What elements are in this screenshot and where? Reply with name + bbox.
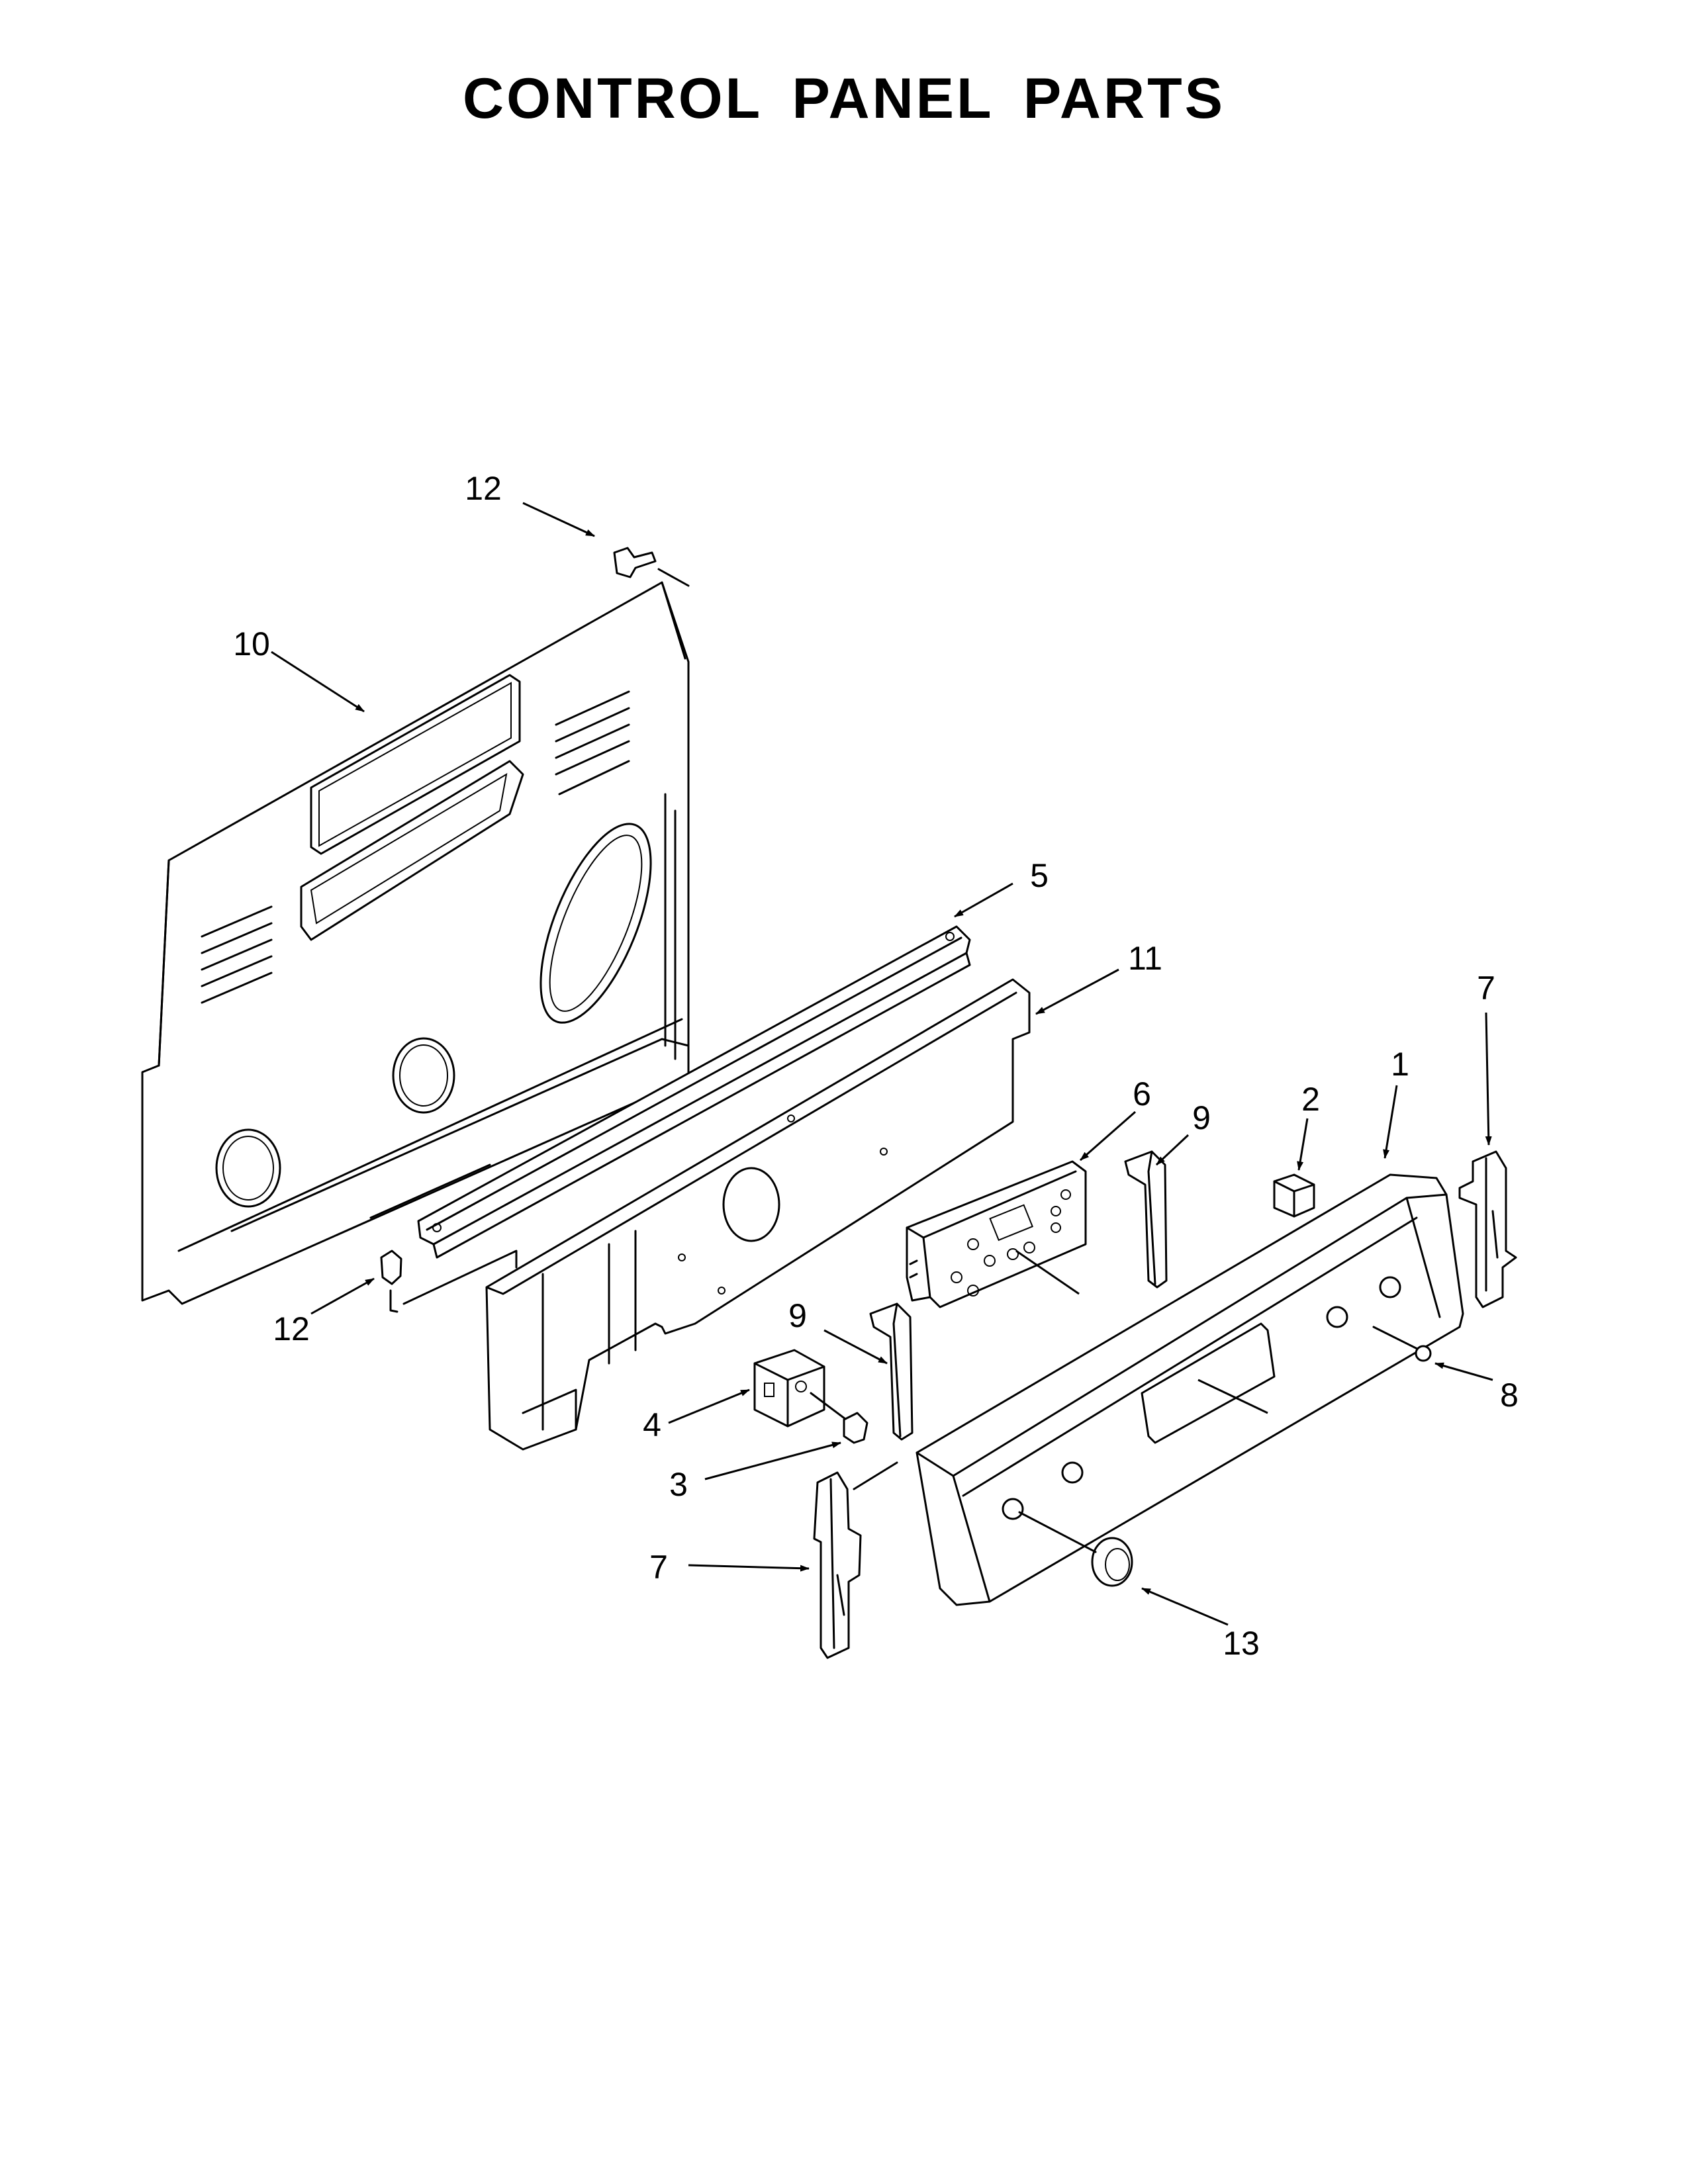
leader-10 xyxy=(271,651,365,713)
callout-7-right: 7 xyxy=(1477,970,1495,1007)
callout-6: 6 xyxy=(1133,1075,1151,1113)
part-3-screw xyxy=(810,1392,868,1444)
part-9-bracket-upper xyxy=(1124,1150,1168,1289)
leader-13 xyxy=(1141,1587,1229,1626)
callout-11: 11 xyxy=(1128,940,1162,977)
part-10-rear-panel xyxy=(141,581,690,1305)
part-4-switch xyxy=(753,1349,825,1428)
part-1-console xyxy=(915,1173,1464,1606)
callout-13: 13 xyxy=(1223,1625,1260,1662)
callout-labels: 12 10 5 11 7 1 6 2 9 12 9 8 4 3 7 13 xyxy=(233,470,1519,1662)
callout-3: 3 xyxy=(669,1466,688,1503)
leader-2 xyxy=(1297,1118,1309,1171)
leader-3 xyxy=(704,1441,841,1480)
part-7-endcap-left xyxy=(813,1461,898,1659)
callout-8: 8 xyxy=(1500,1377,1519,1414)
part-11-panel-backing xyxy=(485,978,1031,1451)
callout-12-bottom: 12 xyxy=(273,1310,310,1347)
leader-7-left xyxy=(688,1564,810,1572)
leader-console-window xyxy=(1197,1379,1268,1414)
part-12-screw-top xyxy=(613,547,690,587)
callout-5: 5 xyxy=(1030,857,1049,894)
part-9-bracket-lower xyxy=(869,1302,914,1441)
page-title: CONTROL PANEL PARTS xyxy=(462,67,1226,130)
part-2-relay xyxy=(1273,1173,1315,1218)
leader-12-bottom xyxy=(310,1277,375,1315)
leader-11 xyxy=(1035,968,1119,1015)
callout-9-upper: 9 xyxy=(1192,1099,1211,1136)
callout-1: 1 xyxy=(1391,1046,1409,1083)
callout-12-top: 12 xyxy=(465,470,502,507)
part-8-plug xyxy=(1372,1326,1432,1362)
part-13-knob xyxy=(1018,1511,1133,1587)
callout-10: 10 xyxy=(233,625,270,662)
leader-9-lower xyxy=(823,1329,888,1365)
callout-7-left: 7 xyxy=(649,1549,668,1586)
part-6-control-board xyxy=(906,1160,1087,1308)
leader-1 xyxy=(1383,1085,1398,1159)
callout-9-lower: 9 xyxy=(788,1297,807,1334)
callout-4: 4 xyxy=(643,1406,661,1443)
leader-board-internal xyxy=(1015,1250,1080,1295)
part-7-endcap-right xyxy=(1458,1150,1517,1308)
leader-5 xyxy=(954,882,1013,918)
leader-lines xyxy=(271,502,1493,1626)
leader-4 xyxy=(668,1388,750,1424)
part-12-screw-bottom xyxy=(380,1250,402,1313)
leader-6 xyxy=(1080,1111,1136,1161)
leader-9-upper xyxy=(1155,1134,1190,1166)
callout-2: 2 xyxy=(1301,1081,1320,1118)
leader-7-right xyxy=(1485,1012,1492,1146)
part-5-bracket xyxy=(402,925,971,1305)
leader-8 xyxy=(1434,1362,1493,1381)
leader-12-top xyxy=(522,502,595,537)
